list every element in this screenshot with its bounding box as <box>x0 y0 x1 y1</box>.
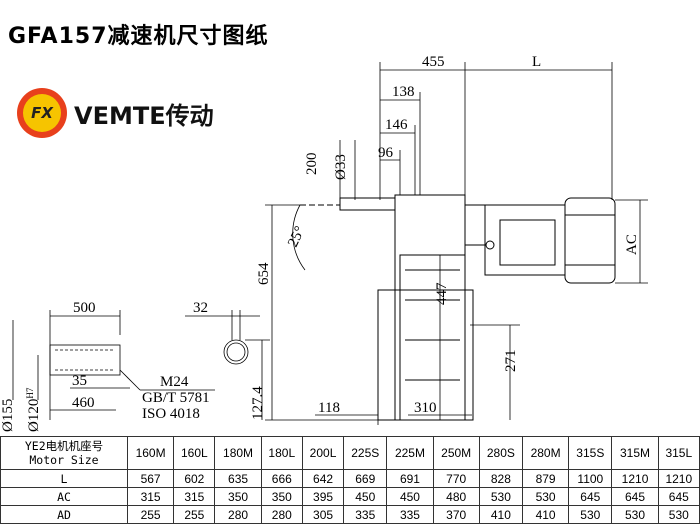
table-cell: 691 <box>386 469 434 488</box>
motor-size-cell: 160M <box>126 436 175 470</box>
table-cell: 530 <box>521 487 570 506</box>
note-gbt: GB/T 5781 <box>142 390 210 406</box>
header-cn: YE2电机机座号 <box>24 439 104 453</box>
table-cell: 645 <box>611 487 659 506</box>
table-cell: 350 <box>214 487 262 506</box>
motor-size-cell: 160L <box>173 436 216 470</box>
row-label: AD <box>0 505 128 524</box>
table-cell: 1100 <box>568 469 613 488</box>
row-label: AC <box>0 487 128 506</box>
table-cell: 280 <box>260 505 303 524</box>
header-en: Motor Size <box>29 453 99 467</box>
table-cell: 567 <box>126 469 175 488</box>
dim-146: 146 <box>385 117 408 133</box>
motor-size-cell: 180M <box>214 436 262 470</box>
note-iso: ISO 4018 <box>142 406 200 422</box>
table-cell: 480 <box>432 487 480 506</box>
table-cell: 669 <box>343 469 388 488</box>
table-cell: 645 <box>568 487 613 506</box>
dim-500: 500 <box>73 300 96 316</box>
row-label: L <box>0 469 128 488</box>
table-cell: 450 <box>386 487 434 506</box>
dim-32: 32 <box>193 300 208 316</box>
table-cell: 255 <box>173 505 216 524</box>
dim-d155: Ø155 <box>0 399 16 432</box>
table-cell: 1210 <box>657 469 700 488</box>
motor-size-cell: 315M <box>611 436 659 470</box>
table-cell: 335 <box>386 505 434 524</box>
dim-L: L <box>532 54 541 70</box>
brand-name: VEMTE传动 <box>74 102 214 130</box>
table-cell: 280 <box>214 505 262 524</box>
motor-size-cell: 225M <box>386 436 434 470</box>
dim-200: 200 <box>304 153 320 176</box>
table-cell: 666 <box>260 469 303 488</box>
dim-h7-tolerance: H7 <box>25 387 35 398</box>
table-cell: 335 <box>343 505 388 524</box>
table-cell: 635 <box>214 469 262 488</box>
dim-654: 654 <box>256 262 272 285</box>
gearbox-body <box>300 194 486 421</box>
dim-455: 455 <box>422 54 445 70</box>
table-cell: 410 <box>478 505 524 524</box>
dim-118: 118 <box>318 400 340 416</box>
motor-size-cell: 315S <box>568 436 613 470</box>
table-cell: 770 <box>432 469 480 488</box>
table-cell: 828 <box>478 469 524 488</box>
motor-size-cell: 225S <box>343 436 388 470</box>
table-cell: 1210 <box>611 469 659 488</box>
table-cell: 530 <box>657 505 700 524</box>
table-cell: 530 <box>478 487 524 506</box>
table-cell: 530 <box>568 505 613 524</box>
table-cell: 602 <box>173 469 216 488</box>
logo-mark: FX <box>23 94 61 132</box>
table-cell: 450 <box>343 487 388 506</box>
dim-d33: Ø33 <box>333 154 349 180</box>
table-cell: 530 <box>611 505 659 524</box>
table-cell: 255 <box>126 505 175 524</box>
dimension-labels: 455 L 138 146 96 200 Ø33 25° 654 447 AC … <box>0 54 640 432</box>
dim-310: 310 <box>414 400 437 416</box>
table-cell: 879 <box>521 469 570 488</box>
dim-138: 138 <box>392 84 415 100</box>
dim-AC: AC <box>624 234 640 255</box>
table-cell: 395 <box>301 487 345 506</box>
table-cell: 642 <box>301 469 345 488</box>
table-cell: 315 <box>173 487 216 506</box>
motor-size-cell: 250M <box>432 436 480 470</box>
table-cell: 410 <box>521 505 570 524</box>
dim-d120: Ø120H7 <box>25 387 42 432</box>
motor-size-cell: 200L <box>301 436 345 470</box>
motor-size-cell: 280S <box>478 436 524 470</box>
motor-size-cell: 180L <box>260 436 303 470</box>
motor-size-cell: 315L <box>657 436 700 470</box>
dim-d120-value: Ø120 <box>26 399 42 432</box>
note-m24: M24 <box>160 374 189 390</box>
dim-271: 271 <box>503 350 519 373</box>
motor-size-cell: 280M <box>521 436 570 470</box>
page-title: GFA157减速机尺寸图纸 <box>8 24 269 49</box>
dim-25deg: 25° <box>285 224 308 250</box>
dim-96: 96 <box>378 145 394 161</box>
table-cell: 370 <box>432 505 480 524</box>
table-cell: 645 <box>657 487 700 506</box>
dim-447: 447 <box>434 282 450 305</box>
brand-logo: FX <box>17 88 67 138</box>
dim-460: 460 <box>72 395 95 411</box>
dim-35: 35 <box>72 373 87 389</box>
dimension-drawing: 455 L 138 146 96 200 Ø33 25° 654 447 AC … <box>0 54 648 432</box>
dim-127-4: 127.4 <box>250 386 266 420</box>
table-cell: 350 <box>260 487 303 506</box>
table-cell: 315 <box>126 487 175 506</box>
motor <box>484 197 616 284</box>
table-cell: 305 <box>301 505 345 524</box>
